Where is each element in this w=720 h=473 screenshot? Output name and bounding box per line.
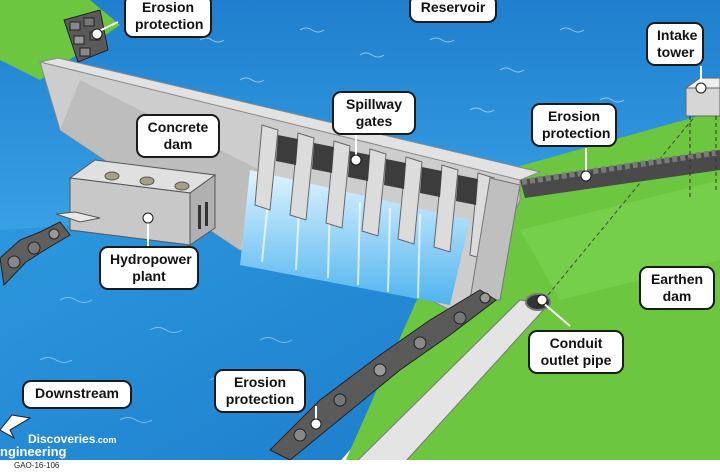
footer-strip — [0, 460, 720, 473]
source-code: GAO-16-106 — [14, 461, 60, 470]
downstream-arrow-icon — [0, 414, 32, 440]
downstream-ripples — [39, 297, 293, 423]
label-conduit-outlet-pipe: Conduit outlet pipe — [528, 330, 624, 374]
watermark-suffix: .com — [95, 435, 117, 445]
watermark-line1: Discoveries — [28, 432, 96, 446]
spillway-gates-dark — [276, 135, 478, 205]
label-erosion-protection-top: Erosion protection — [124, 0, 212, 38]
label-spillway-gates: Spillway gates — [332, 91, 416, 135]
label-erosion-protection-bottom: Erosion protection — [214, 369, 306, 413]
riprap-left — [0, 221, 71, 287]
concrete-dam-crest — [39, 57, 542, 181]
label-earthen-dam: Earthen dam — [639, 266, 715, 310]
spillway-right-wall — [469, 177, 521, 301]
riprap-bottom — [269, 289, 497, 461]
leader-dots — [91, 28, 707, 430]
crest-rock-strip — [520, 150, 720, 198]
label-intake-tower: Intake tower — [646, 22, 704, 66]
watermark-discoveries: Discoveries.com — [28, 432, 116, 446]
label-erosion-protection-right: Erosion protection — [531, 103, 617, 147]
label-hydropower-plant: Hydropower plant — [99, 246, 199, 290]
label-downstream: Downstream — [22, 380, 132, 409]
label-concrete-dam: Concrete dam — [136, 114, 220, 158]
watermark-engineering: ngineering — [0, 444, 67, 459]
label-reservoir: Reservoir — [409, 0, 497, 23]
hydropower-plant-building — [55, 159, 217, 246]
